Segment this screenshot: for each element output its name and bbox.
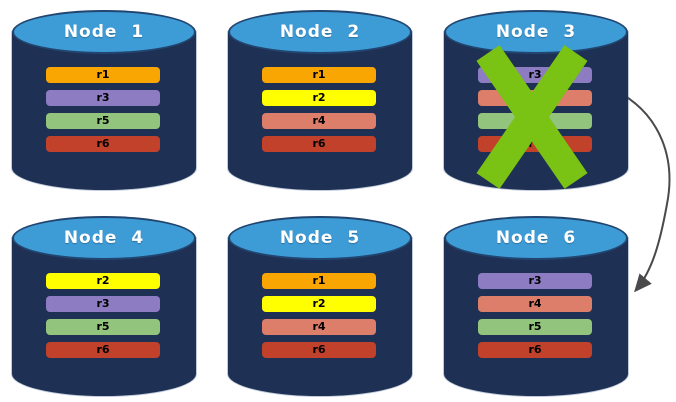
replica-list: r3 r4 r5 r6 [478,273,592,358]
arrow-path [621,93,671,293]
replica-bar-r4: r4 [478,296,592,312]
replica-bar-r4: r4 [262,319,376,335]
replica-bar-r1: r1 [262,67,376,83]
node-title: Node 3 [495,22,577,42]
cylinder-top-shape: Node 3 [444,10,628,54]
replica-bar-r2: r2 [262,90,376,106]
node-title: Node 2 [279,22,361,42]
cylinder-body-shape [444,238,628,396]
replica-bar-r3: r3 [46,296,160,312]
replica-bar-r6: r6 [262,342,376,358]
cylinder-body-shape [228,238,412,396]
replica-list: r1 r3 r5 r6 [46,67,160,152]
cylinder-top-shape: Node 6 [444,216,628,260]
replica-bar-r3: r3 [478,273,592,289]
node-title: Node 1 [63,22,145,42]
cylinder-top-shape: Node 2 [228,10,412,54]
cylinder-top-shape: Node 4 [12,216,196,260]
cylinder-top-shape: Node 1 [12,10,196,54]
replica-list: r1 r2 r4 r6 [262,67,376,152]
node-grid: Node 1 r1 r3 r5 r6 Node 2 r1 r2 r4 r6 Node 3 r… [12,10,628,396]
replica-bar-r2: r2 [46,273,160,289]
node-3: Node 3 r3 r4 r5 r6 [444,10,628,190]
replica-bar-r1: r1 [46,67,160,83]
replica-bar-r1: r1 [262,273,376,289]
replica-bar-r2: r2 [262,296,376,312]
replica-bar-r4: r4 [478,90,592,106]
node-title: Node 5 [279,228,361,248]
replica-list: r3 r4 r5 r6 [478,67,592,152]
node-2: Node 2 r1 r2 r4 r6 [228,10,412,190]
replica-bar-r3: r3 [46,90,160,106]
cylinder-body-shape [12,238,196,396]
replica-bar-r4: r4 [262,113,376,129]
replica-bar-r6: r6 [478,136,592,152]
replica-list: r2 r3 r5 r6 [46,273,160,358]
replica-bar-r6: r6 [46,136,160,152]
cylinder-top-shape: Node 5 [228,216,412,260]
replica-bar-r5: r5 [46,113,160,129]
node-1: Node 1 r1 r3 r5 r6 [12,10,196,190]
node-5: Node 5 r1 r2 r4 r6 [228,216,412,396]
replica-list: r1 r2 r4 r6 [262,273,376,358]
replica-bar-r5: r5 [478,319,592,335]
cylinder-body-shape [228,32,412,190]
replica-bar-r6: r6 [46,342,160,358]
replica-bar-r5: r5 [478,113,592,129]
replica-bar-r6: r6 [262,136,376,152]
replica-bar-r3: r3 [478,67,592,83]
replica-bar-r6: r6 [478,342,592,358]
node-title: Node 6 [495,228,577,248]
node-title: Node 4 [63,228,145,248]
replica-bar-r5: r5 [46,319,160,335]
node-4: Node 4 r2 r3 r5 r6 [12,216,196,396]
cylinder-body-shape [12,32,196,190]
node-6: Node 6 r3 r4 r5 r6 [444,216,628,396]
